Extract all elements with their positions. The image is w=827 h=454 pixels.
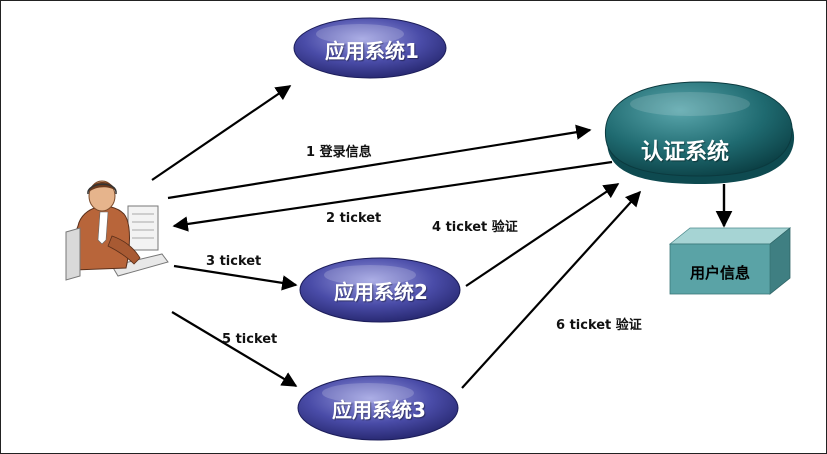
edge-label-2-ticket: 2 ticket: [326, 211, 382, 226]
app-system-1-label: 应用系统1: [325, 39, 419, 63]
arrow-user-to-app1: [151, 85, 292, 181]
app-system-3-node: [297, 375, 459, 441]
edge-label-3-ticket: 3 ticket: [206, 254, 262, 269]
app-system-3-label: 应用系统3: [332, 398, 426, 422]
edge-label-6-verify: 6 ticket 验证: [556, 318, 642, 333]
user-info-box: [668, 227, 792, 295]
edge-label-1-login: 1 登录信息: [306, 145, 372, 160]
edge-label-5-ticket: 5 ticket: [222, 332, 278, 347]
arrow-login-to-auth: [167, 124, 592, 200]
arrow-app3-to-auth: [461, 190, 642, 389]
app-system-2-label: 应用系统2: [334, 280, 428, 304]
arrow-auth-to-user-ticket: [172, 160, 613, 232]
app-system-2-node: [299, 257, 461, 323]
user-info-label: 用户信息: [689, 264, 750, 282]
auth-system-node: [604, 81, 795, 184]
edge-label-4-verify: 4 ticket 验证: [432, 220, 518, 235]
arrow-user-to-app2: [173, 264, 298, 291]
arrow-user-to-app3: [171, 311, 298, 387]
arrow-app2-to-auth: [465, 183, 620, 287]
auth-system-label: 认证系统: [640, 140, 729, 165]
user-at-computer-figure: [65, 180, 169, 281]
app-system-1-node: [293, 17, 447, 79]
